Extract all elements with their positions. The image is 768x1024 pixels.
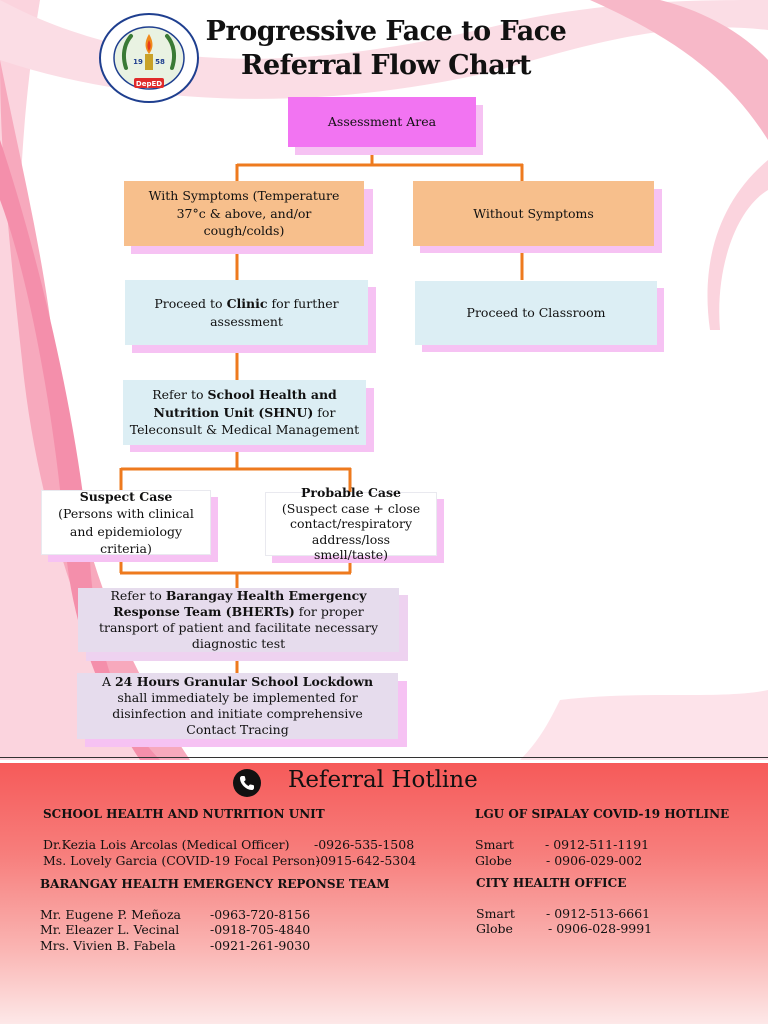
referral-hotline-title: Referral Hotline: [288, 767, 478, 793]
bhert-hotline-heading: BARANGAY HEALTH EMERGENCY REPONSE TEAM: [40, 877, 390, 891]
suspect-case-desc: (Persons with clinical and epidemiology …: [58, 506, 194, 556]
refer-to-shnu-box: Refer to School Health and Nutrition Uni…: [123, 380, 366, 445]
referral-hotline-panel: [0, 763, 768, 1024]
contact-name: Globe: [475, 853, 512, 868]
assessment-area-box: Assessment Area: [288, 97, 476, 147]
contact-number: -0915-642-5304: [316, 853, 417, 868]
curtain-right-swoop: [590, 0, 768, 140]
page-title-line-2: Referral Flow Chart: [241, 50, 531, 81]
curtain-bottom-right: [520, 690, 768, 760]
assessment-area-label: Assessment Area: [327, 114, 437, 130]
proceed-to-clinic-box: Proceed to Clinic for further assessment: [125, 280, 368, 345]
with-symptoms-label: With Symptoms (Temperature 37°c & above,…: [148, 188, 340, 239]
lockdown-text: A 24 Hours Granular School Lockdown shal…: [101, 673, 374, 738]
probable-case-title: Probable Case: [301, 484, 401, 500]
shnu-hotline-heading: SCHOOL HEALTH AND NUTRITION UNIT: [43, 807, 325, 821]
bherts-text: Refer to Barangay Health Emergency Respo…: [98, 587, 379, 652]
contact-number: -0926-535-1508: [314, 837, 415, 852]
city-health-heading: CITY HEALTH OFFICE: [476, 876, 627, 890]
page-title-line-1: Progressive Face to Face: [205, 16, 567, 47]
contact-number: - 0906-028-9991: [548, 921, 653, 936]
contact-name: Globe: [476, 921, 513, 936]
contact-name: Mr. Eleazer L. Vecinal: [40, 922, 180, 937]
curtain-right-band: [707, 160, 768, 330]
contact-number: - 0906-029-002: [546, 853, 643, 868]
section-divider: [0, 757, 768, 758]
suspect-case-box: Suspect Case (Persons with clinical and …: [41, 488, 211, 556]
lgu-hotline-heading: LGU OF SIPALAY COVID-19 HOTLINE: [475, 807, 730, 821]
shnu-text: Refer to School Health and Nutrition Uni…: [129, 387, 360, 438]
contact-name: Dr.Kezia Lois Arcolas (Medical Officer): [43, 837, 290, 852]
classroom-label: Proceed to Classroom: [466, 305, 606, 321]
without-symptoms-box: Without Symptoms: [413, 181, 654, 246]
contact-number: - 0912-513-6661: [546, 906, 651, 921]
contact-name: Ms. Lovely Garcia (COVID-19 Focal Person…: [43, 853, 321, 868]
curtain-left-outer: [0, 0, 150, 760]
seal-brand: DepED: [136, 80, 162, 88]
clinic-text: Proceed to Clinic for further assessment: [154, 296, 339, 329]
curtain-left-thin: [0, 140, 160, 760]
without-symptoms-label: Without Symptoms: [473, 205, 594, 221]
contact-name: Smart: [476, 906, 515, 921]
contact-name: Mrs. Vivien B. Fabela: [40, 938, 176, 953]
refer-to-bherts-box: Refer to Barangay Health Emergency Respo…: [78, 588, 399, 652]
granular-lockdown-box: A 24 Hours Granular School Lockdown shal…: [77, 673, 398, 739]
seal-year-left: 19: [133, 58, 143, 66]
contact-number: - 0912-511-1191: [545, 837, 650, 852]
phone-icon: [233, 769, 261, 797]
proceed-to-classroom-box: Proceed to Classroom: [415, 281, 657, 345]
seal-year-right: 58: [155, 58, 165, 66]
suspect-case-title: Suspect Case: [79, 488, 173, 504]
contact-number: -0963-720-8156: [210, 907, 311, 922]
probable-case-desc: (Suspect case + close contact/respirator…: [281, 500, 421, 563]
probable-case-box: Probable Case (Suspect case + close cont…: [265, 485, 437, 562]
school-seal-logo: DepED 19 58: [99, 13, 199, 103]
contact-number: -0921-261-9030: [210, 938, 311, 953]
contact-name: Mr. Eugene P. Meñoza: [40, 907, 181, 922]
contact-name: Smart: [475, 837, 514, 852]
with-symptoms-box: With Symptoms (Temperature 37°c & above,…: [124, 181, 364, 246]
contact-number: -0918-705-4840: [210, 922, 311, 937]
